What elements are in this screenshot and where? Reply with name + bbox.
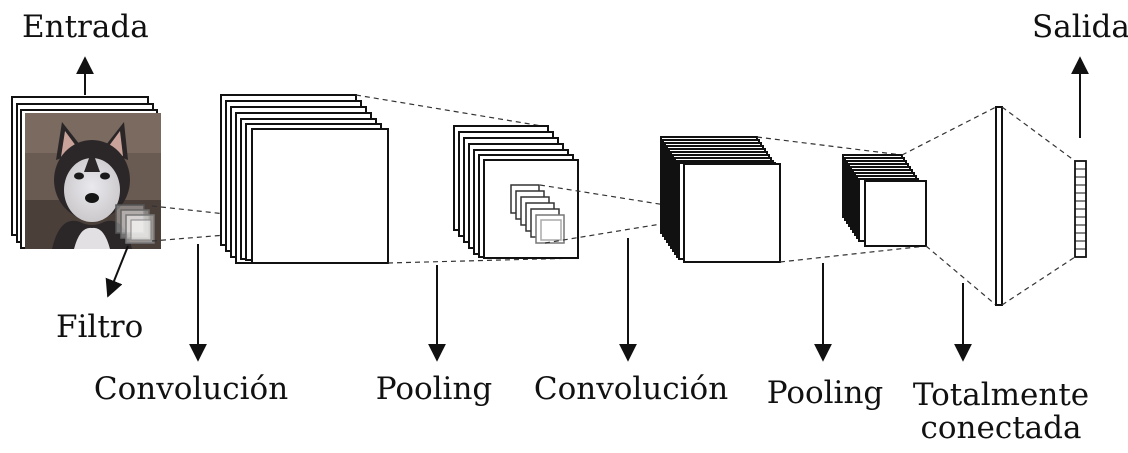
- projection-fc-output: [1001, 106, 1076, 306]
- projection-conv2-pool2: [756, 136, 927, 263]
- fully-connected-label: Totalmente conectada: [912, 377, 1090, 447]
- filter-label: Filtro: [56, 309, 144, 345]
- conv1-label: Convolución: [93, 371, 289, 407]
- input-image-stack: [11, 96, 161, 249]
- input-label: Entrada: [22, 9, 149, 45]
- pool1-label: Pooling: [375, 371, 493, 407]
- fully-connected-label-line2: conectada: [920, 410, 1082, 447]
- output-vector: [1074, 160, 1087, 258]
- fully-connected-layer: [995, 106, 1003, 306]
- filter-arrow: [105, 245, 129, 298]
- pool2-feature-maps: [842, 154, 927, 247]
- pool1-filter-squares: [510, 184, 565, 244]
- pool2-label: Pooling: [766, 375, 884, 411]
- husky-puppy-photo: [25, 113, 161, 249]
- output-label: Salida: [1032, 9, 1128, 45]
- projection-conv1-pool1: [355, 94, 579, 264]
- projection-pool2-fc: [901, 106, 997, 306]
- conv1-feature-maps: [220, 94, 389, 264]
- fully-connected-label-line1: Totalmente: [912, 377, 1090, 413]
- conv2-feature-maps: [660, 136, 781, 263]
- conv2-label: Convolución: [533, 371, 729, 407]
